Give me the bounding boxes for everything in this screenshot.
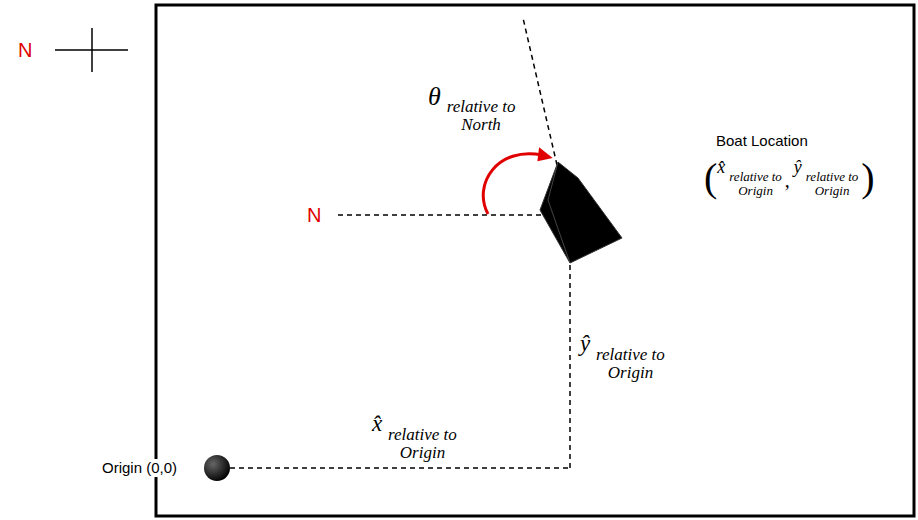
y-symbol: ŷ <box>794 158 802 176</box>
bracket: ) <box>861 158 874 198</box>
boat-edge <box>548 162 570 263</box>
origin-label: Origin (0,0) <box>100 459 179 477</box>
angle-arc <box>483 154 542 214</box>
label-group: Boat Location <box>716 132 808 150</box>
x-subscript: relative to Origin <box>726 170 785 197</box>
label-group: x̂relative to Origin <box>372 412 461 462</box>
y-subscript: relative to Origin <box>592 346 669 382</box>
x-offset-line <box>230 467 570 469</box>
x-symbol: x̂ <box>717 158 725 176</box>
label-group: Origin (0,0) <box>100 459 179 477</box>
frame <box>156 5 914 516</box>
label-group: θrelative to North <box>428 84 519 134</box>
north-label: N <box>307 205 321 225</box>
origin-dot <box>204 455 230 481</box>
angle-subscript: relative to North <box>443 98 520 134</box>
y-offset-line <box>569 262 571 468</box>
boat-shape <box>540 162 622 263</box>
label-group: (x̂relative to Origin,ŷrelative to Origi… <box>704 158 875 198</box>
compass-cross <box>91 28 93 72</box>
angle-symbol: θ <box>428 84 441 110</box>
north-label: N <box>18 40 32 60</box>
bracket: ( <box>704 158 717 198</box>
angle-arrowhead <box>535 147 554 165</box>
boat-location-label: Boat Location <box>716 132 808 150</box>
heading-line <box>523 18 557 165</box>
comma: , <box>785 170 790 190</box>
x-symbol: x̂ <box>372 412 382 435</box>
label-group: ŷrelative to Origin <box>580 332 669 382</box>
north-reference-line <box>338 214 560 216</box>
y-symbol: ŷ <box>580 332 590 355</box>
x-subscript: relative to Origin <box>384 426 461 462</box>
y-subscript: relative to Origin <box>803 170 862 197</box>
label-group: N <box>307 205 321 225</box>
label-group: N <box>18 40 32 60</box>
